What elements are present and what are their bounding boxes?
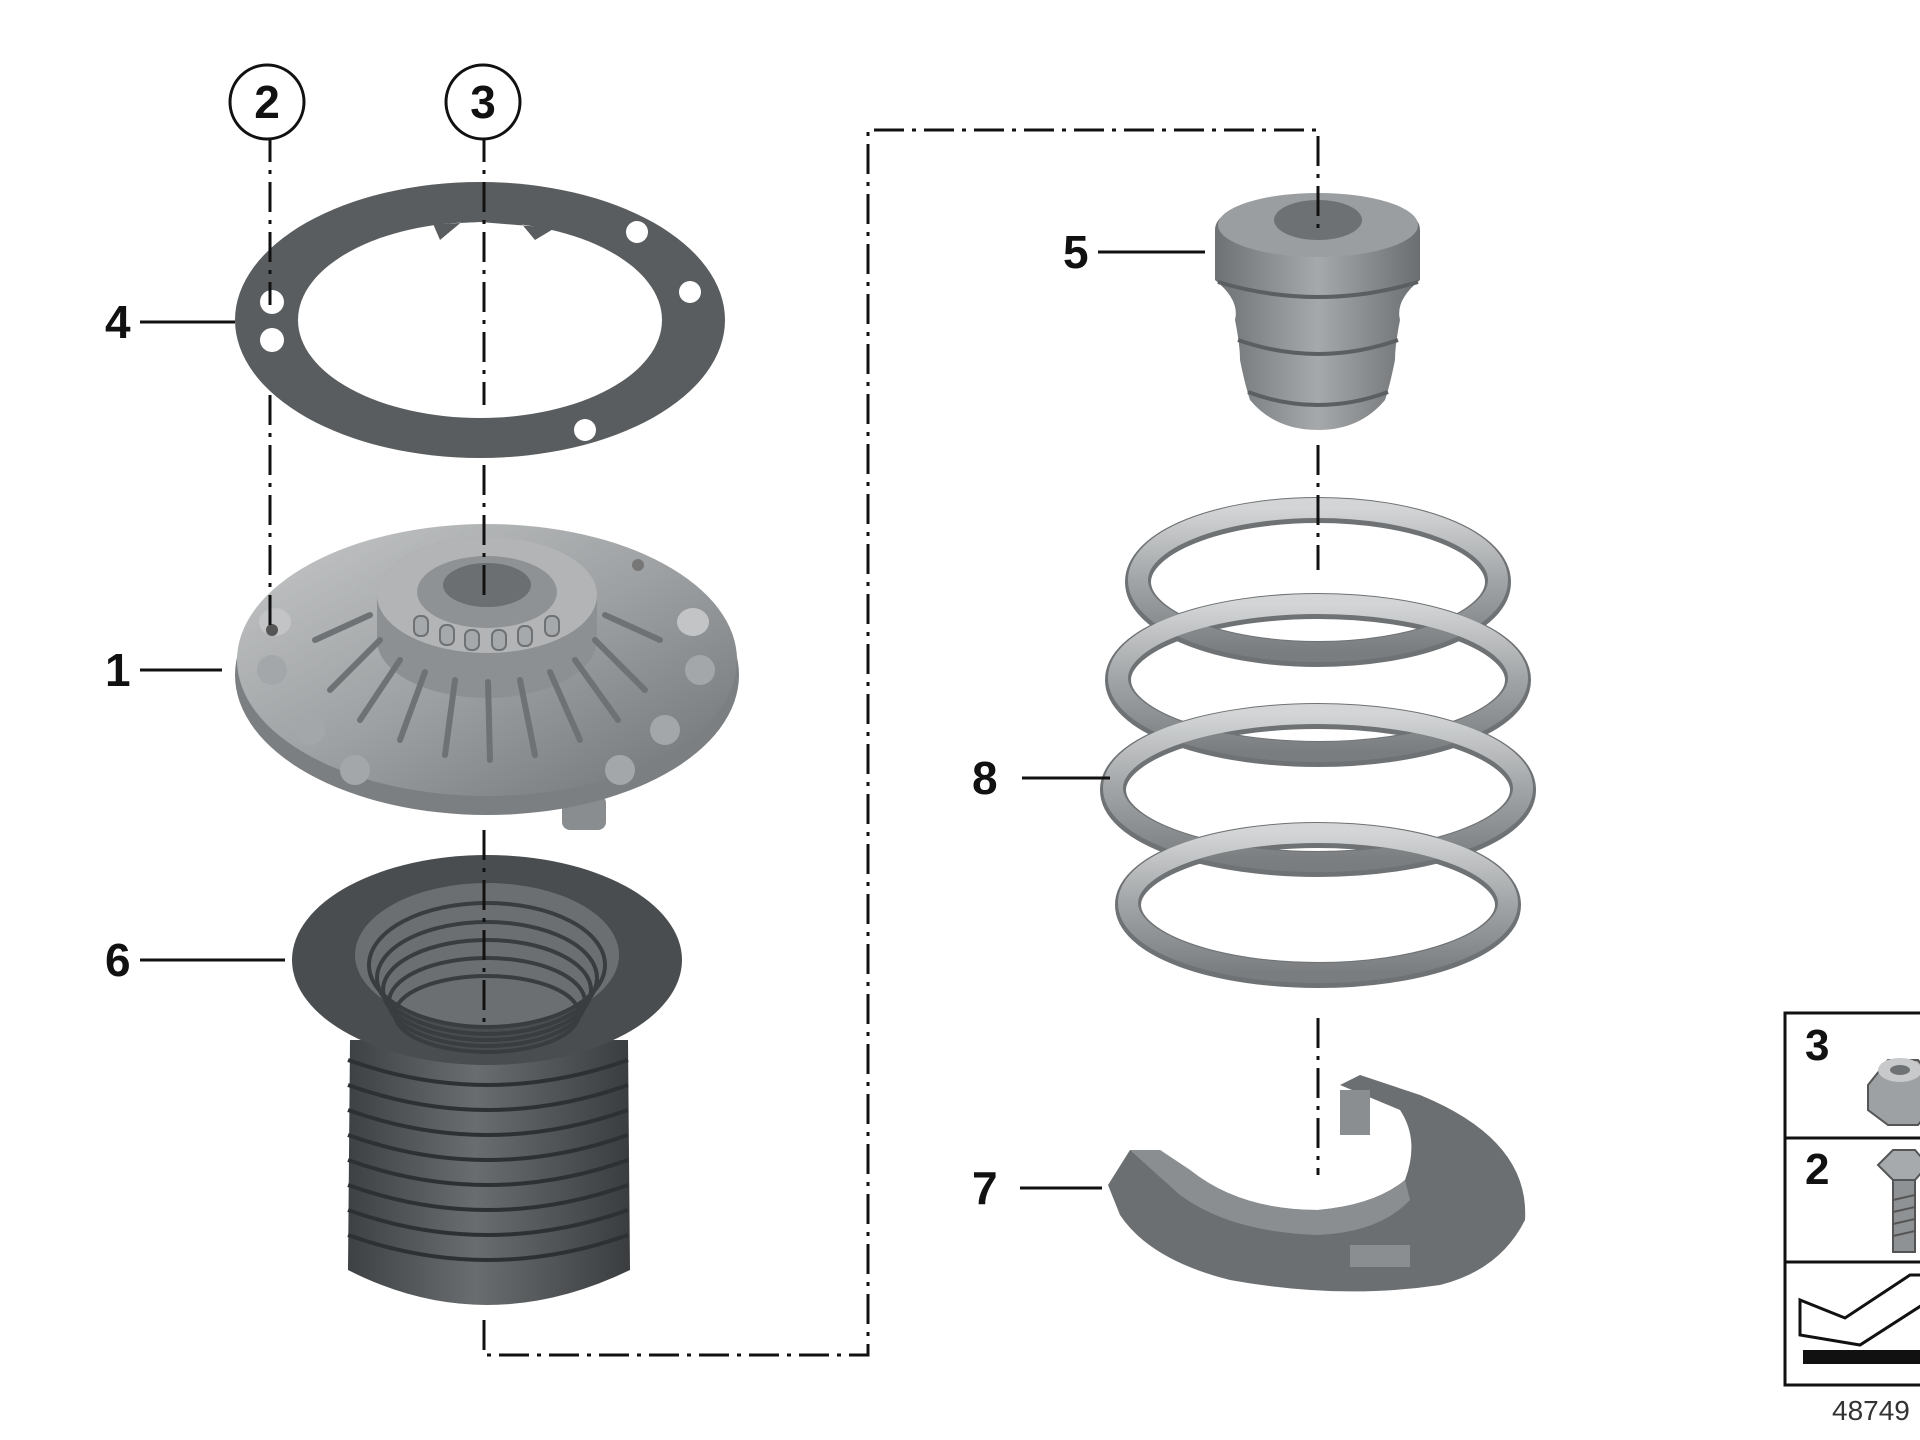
callout-5: 5 (1063, 226, 1089, 278)
leader-lines (140, 250, 1205, 1190)
direction-arrow-icon (1798, 1273, 1920, 1364)
assembly-axes (268, 128, 1320, 1357)
legend-label-bolt: 2 (1805, 1145, 1829, 1194)
reference-number: 48749 (1832, 1395, 1910, 1426)
callout-3: 3 (470, 76, 496, 128)
bolt-icon (1876, 1149, 1920, 1253)
dust-boot-part (292, 855, 682, 1305)
legend-label-nut: 3 (1805, 1021, 1829, 1070)
small-parts-legend: 3 2 (1783, 1011, 1920, 1387)
callout-2: 2 (254, 76, 280, 128)
callout-8: 8 (972, 752, 998, 804)
hex-nut-icon (1867, 1058, 1920, 1126)
callout-1: 1 (105, 644, 131, 696)
callouts: 1 4 5 6 7 8 2 3 (105, 63, 1089, 1214)
callout-4: 4 (105, 296, 131, 348)
callout-7: 7 (972, 1162, 998, 1214)
callout-6: 6 (105, 934, 131, 986)
gasket-part (235, 182, 725, 458)
spring-pad-part (1108, 1075, 1526, 1292)
coil-spring-part (1100, 497, 1536, 988)
strut-mount-part (235, 524, 739, 830)
bump-stop-part (1215, 193, 1420, 430)
